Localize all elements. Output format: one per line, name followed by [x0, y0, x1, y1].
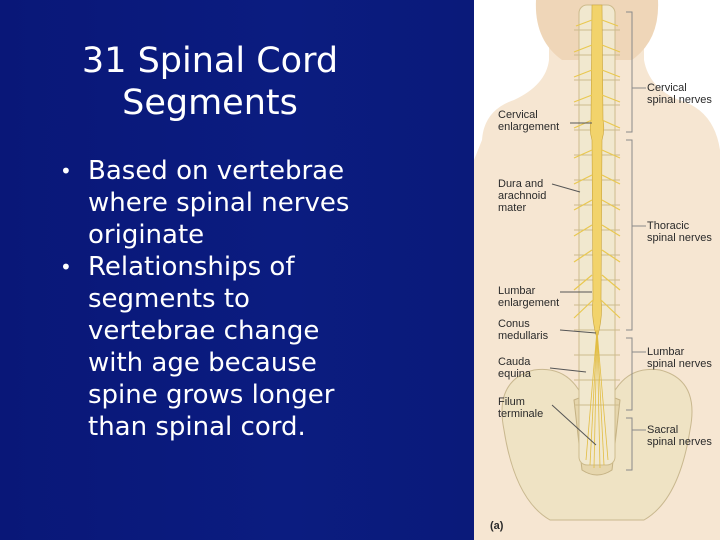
bullet-item: • Based on vertebrae where spinal nerves…	[60, 155, 460, 251]
label-thoracic-spinal-nerves: Thoracic spinal nerves	[647, 220, 712, 244]
slide-background: 31 Spinal Cord Segments • Based on verte…	[0, 0, 474, 540]
label-cervical-spinal-nerves: Cervical spinal nerves	[647, 82, 712, 106]
pelvis-bone	[501, 368, 693, 521]
label-sacral-spinal-nerves: Sacral spinal nerves	[647, 424, 712, 448]
spine-illustration	[474, 0, 720, 540]
left-leader-lines	[549, 122, 597, 446]
bullet-marker: •	[60, 159, 72, 183]
bullet-text: Relationships of segments to vertebrae c…	[88, 252, 335, 442]
bullet-list: • Based on vertebrae where spinal nerves…	[60, 155, 460, 443]
label-cauda-equina: Cauda equina	[498, 356, 532, 380]
spinal-nerves	[573, 19, 621, 319]
label-dura-arachnoid: Dura and arachnoid mater	[498, 178, 547, 214]
spinal-cord-figure: Cervical enlargement Dura and arachnoid …	[474, 0, 720, 540]
label-filum-terminale: Filum terminale	[498, 396, 544, 420]
label-lumbar-spinal-nerves: Lumbar spinal nerves	[647, 346, 712, 370]
spinal-cord	[589, 4, 605, 336]
bullet-text: Based on vertebrae where spinal nerves o…	[88, 156, 350, 250]
label-cervical-enlargement: Cervical enlargement	[498, 109, 560, 133]
cauda-equina	[585, 329, 609, 469]
label-conus-medullaris: Conus medullaris	[498, 318, 549, 342]
panel-tag: (a)	[490, 520, 504, 532]
slide-title: 31 Spinal Cord Segments	[81, 41, 339, 123]
right-leader-lines	[632, 87, 646, 431]
bullet-item: • Relationships of segments to vertebrae…	[60, 251, 460, 443]
region-brackets	[626, 11, 633, 471]
bullet-marker: •	[60, 255, 72, 279]
label-lumbar-enlargement: Lumbar enlargement	[498, 285, 560, 309]
